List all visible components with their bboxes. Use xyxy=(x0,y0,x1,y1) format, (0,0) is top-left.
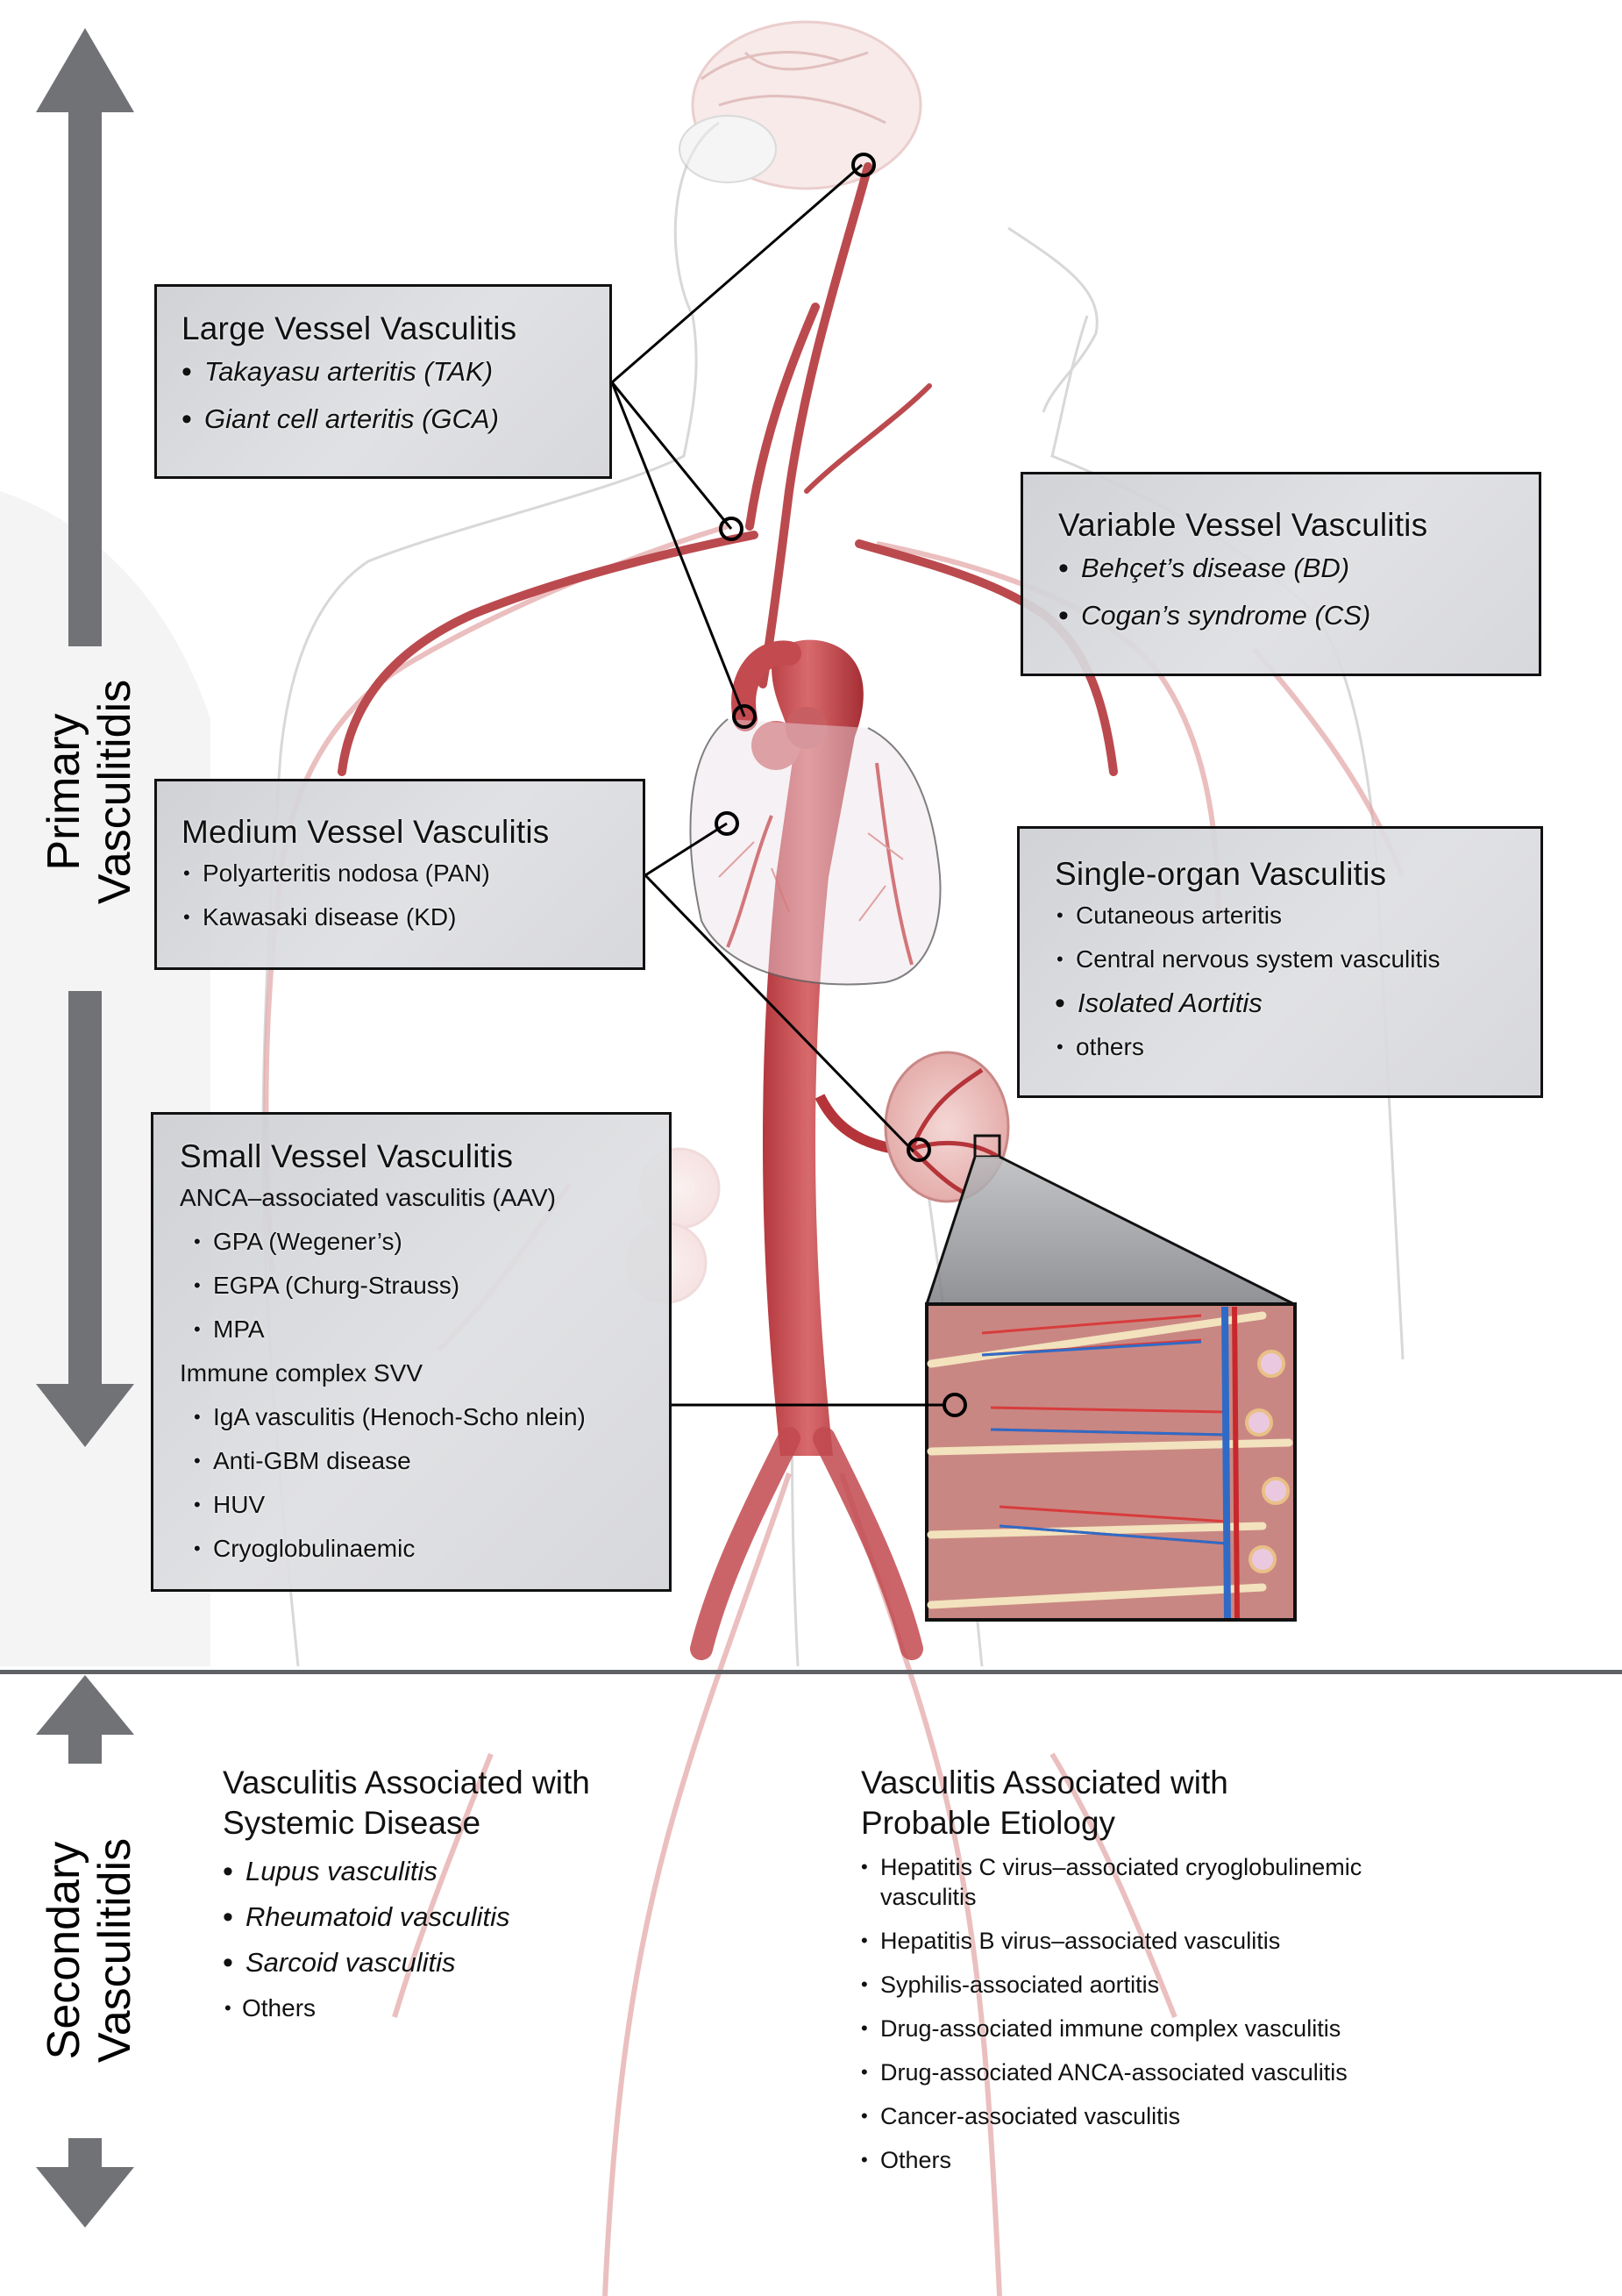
primary-down-arrow xyxy=(36,991,134,1447)
list-item: others xyxy=(1055,1025,1540,1069)
iliac-arteries xyxy=(690,1427,923,1660)
list-item: Syphilis-associated aortitis xyxy=(861,1970,1527,2000)
list-item: Takayasu arteritis (TAK) xyxy=(181,348,609,396)
secondary-down-arrow xyxy=(36,2138,134,2228)
immune-complex-list: IgA vasculitis (Henoch-Scho nlein) Anti-… xyxy=(180,1395,669,1571)
systemic-title-line2: Systemic Disease xyxy=(223,1805,481,1841)
list-item: Cutaneous arteritis xyxy=(1055,894,1540,938)
list-item: HUV xyxy=(192,1483,669,1527)
list-item: Hepatitis B virus–associated vasculitis xyxy=(861,1926,1527,1956)
large-vessel-title: Large Vessel Vasculitis xyxy=(181,310,517,346)
small-vessel-vasculitis-box: Small Vessel Vasculitis ANCA–associated … xyxy=(151,1112,672,1592)
heart xyxy=(689,718,942,986)
list-item: Polyarteritis nodosa (PAN) xyxy=(181,852,643,895)
list-item: Behçet’s disease (BD) xyxy=(1058,545,1539,592)
secondary-up-arrow xyxy=(36,1675,134,1764)
medium-vessel-title: Medium Vessel Vasculitis xyxy=(181,814,550,850)
etiology-title-line2: Probable Etiology xyxy=(861,1805,1116,1841)
list-item: Others xyxy=(861,2145,1527,2175)
primary-vasculitides-label: Primary Vasculitidis xyxy=(39,625,140,959)
small-vessel-title: Small Vessel Vasculitis xyxy=(180,1138,514,1174)
medium-vessel-list: Polyarteritis nodosa (PAN) Kawasaki dise… xyxy=(181,852,643,939)
list-item: MPA xyxy=(192,1308,669,1351)
list-item: Others xyxy=(223,1986,749,2031)
location-markers xyxy=(715,153,967,1417)
secondary-label-line1: Secondary xyxy=(39,1841,89,2060)
marker-coronary xyxy=(715,811,739,836)
list-item: Central nervous system vasculitis xyxy=(1055,938,1540,981)
single-organ-vasculitis-box: Single-organ Vasculitis Cutaneous arteri… xyxy=(1017,826,1543,1098)
primary-label-line2: Vasculitidis xyxy=(89,679,140,905)
systemic-title-line1: Vasculitis Associated with xyxy=(223,1765,590,1800)
list-item: Anti-GBM disease xyxy=(192,1439,669,1483)
marker-brain xyxy=(851,153,876,177)
secondary-label-line2: Vasculitidis xyxy=(89,1837,140,2064)
systemic-disease-section: Vasculitis Associated with Systemic Dise… xyxy=(223,1763,749,2031)
marker-renal xyxy=(907,1137,931,1162)
list-item: Kawasaki disease (KD) xyxy=(181,895,643,939)
kidney-magnifier xyxy=(925,1134,1295,1306)
aav-list: GPA (Wegener’s) EGPA (Churg-Strauss) MPA xyxy=(180,1220,669,1351)
single-organ-list: Cutaneous arteritis Central nervous syst… xyxy=(1055,894,1540,1069)
large-vessel-vasculitis-box: Large Vessel Vasculitis Takayasu arterit… xyxy=(154,284,612,479)
list-item-emphasized: Isolated Aortitis xyxy=(1055,981,1540,1025)
list-item: GPA (Wegener’s) xyxy=(192,1220,669,1264)
variable-vessel-vasculitis-box: Variable Vessel Vasculitis Behçet’s dise… xyxy=(1021,472,1541,676)
list-item: IgA vasculitis (Henoch-Scho nlein) xyxy=(192,1395,669,1439)
medium-vessel-vasculitis-box: Medium Vessel Vasculitis Polyarteritis n… xyxy=(154,779,645,970)
list-item: Hepatitis C virus–associated cryoglobuli… xyxy=(861,1852,1441,1912)
etiology-title-line1: Vasculitis Associated with xyxy=(861,1765,1228,1800)
list-item: Giant cell arteritis (GCA) xyxy=(181,396,609,443)
systemic-list: Lupus vasculitis Rheumatoid vasculitis S… xyxy=(223,1849,749,2031)
list-item-emphasized: Lupus vasculitis xyxy=(223,1849,749,1894)
list-item: Drug-associated immune complex vasculiti… xyxy=(861,2014,1527,2043)
secondary-vasculitides-label: Secondary Vasculitidis xyxy=(39,1784,140,2117)
primary-up-arrow xyxy=(36,28,134,646)
variable-vessel-title: Variable Vessel Vasculitis xyxy=(1058,507,1428,543)
list-item: Cancer-associated vasculitis xyxy=(861,2101,1527,2131)
list-item: EGPA (Churg-Strauss) xyxy=(192,1264,669,1308)
marker-subclavian xyxy=(719,517,743,541)
list-item: Cryoglobulinaemic xyxy=(192,1527,669,1571)
immune-complex-group-heading: Immune complex SVV xyxy=(180,1359,423,1387)
list-item-emphasized: Sarcoid vasculitis xyxy=(223,1940,749,1986)
large-vessel-list: Takayasu arteritis (TAK) Giant cell arte… xyxy=(181,348,609,443)
list-item: Cogan’s syndrome (CS) xyxy=(1058,592,1539,639)
marker-glomerular xyxy=(943,1393,967,1417)
single-organ-title: Single-organ Vasculitis xyxy=(1055,856,1387,892)
aav-group-heading: ANCA–associated vasculitis (AAV) xyxy=(180,1184,556,1211)
probable-etiology-section: Vasculitis Associated with Probable Etio… xyxy=(861,1763,1527,2189)
primary-label-line1: Primary xyxy=(39,713,89,871)
brain xyxy=(679,20,922,190)
nephron-inset xyxy=(925,1302,1297,1622)
etiology-list: Hepatitis C virus–associated cryoglobuli… xyxy=(861,1852,1527,2175)
section-divider xyxy=(0,1670,1622,1674)
variable-vessel-list: Behçet’s disease (BD) Cogan’s syndrome (… xyxy=(1058,545,1539,639)
connector-lines xyxy=(610,163,943,1407)
marker-aortic-arch xyxy=(732,704,757,729)
list-item-emphasized: Rheumatoid vasculitis xyxy=(223,1894,749,1940)
list-item: Drug-associated ANCA-associated vasculit… xyxy=(861,2057,1527,2087)
